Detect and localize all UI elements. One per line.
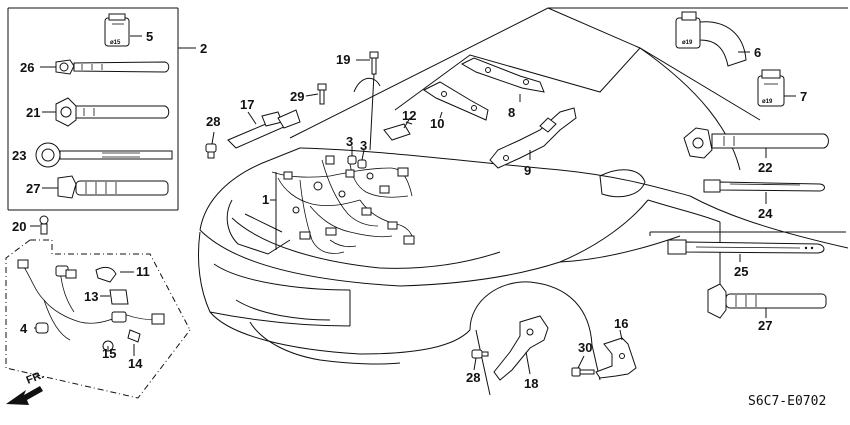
callout-23: 23 [12,148,26,163]
callout-2: 2 [200,41,207,56]
band-clip-22-icon [683,127,829,159]
callout-13: 13 [84,289,98,304]
callout-18: 18 [524,376,538,391]
engine-bay-harness [271,155,415,254]
callout-4: 4 [20,321,28,336]
tie-24-icon [703,179,825,204]
direction-label: FR. [25,369,46,387]
callout-numbers: 1 2 3 3 4 5 6 7 8 9 10 11 12 13 14 15 16… [12,29,807,391]
bracket-10-icon [423,81,489,121]
callout-26: 26 [20,60,34,75]
callout-28a: 28 [206,114,220,129]
callout-9: 9 [524,163,531,178]
grommet-28-lower-icon [471,349,489,371]
callout-24: 24 [758,206,773,221]
callout-21: 21 [26,105,40,120]
callout-17: 17 [240,97,254,112]
callout-6: 6 [754,45,761,60]
bracket-17-icon [227,111,287,149]
bracket-18-icon [493,315,549,381]
callout-27b: 27 [758,318,772,333]
car-body-outline [198,7,849,396]
left-lower-box [5,239,191,399]
band-clip-26-icon [40,59,170,75]
bolt-29-icon [277,83,327,129]
clip-7-diameter: ø19 [762,99,773,105]
clip-5-icon: ø15 [104,13,142,47]
callout-16: 16 [614,316,628,331]
bracket-9-icon [489,107,577,169]
callout-22: 22 [758,160,772,175]
bracket-8-icon [460,57,545,93]
ring-strap-23-icon [35,142,173,168]
callout-3a: 3 [346,134,353,149]
callout-11: 11 [136,264,150,279]
callout-12: 12 [402,108,416,123]
callout-7: 7 [800,89,807,104]
front-direction-arrow-icon [6,386,43,405]
diagram-code: S6C7-E0702 [748,394,826,409]
clip-7-icon: ø19 [757,69,796,107]
clip-6-icon: ø19 [675,11,750,67]
right-group-bracket [649,231,846,236]
bolt-30-icon [571,355,595,377]
callout-29: 29 [290,89,304,104]
grommet-28-icon [205,131,217,159]
callout-3b: 3 [360,138,367,153]
bolt-19-icon [356,51,379,151]
clip-3-icons [347,155,367,169]
callout-15: 15 [102,346,116,361]
clip-20-icon [30,215,49,235]
clip-6-diameter: ø19 [682,40,693,46]
bracket-16-icon [595,329,637,379]
callout-5: 5 [146,29,153,44]
callout-27a: 27 [26,181,40,196]
callout-1: 1 [262,192,269,207]
left-parts-box [7,7,196,211]
callout-28b: 28 [466,370,480,385]
callout-25: 25 [734,264,748,279]
callout-14: 14 [128,356,143,371]
tie-25-icon [667,239,825,262]
callout-20: 20 [12,219,26,234]
leader-lines [270,94,531,250]
callout-19: 19 [336,52,350,67]
band-clip-21-icon [42,97,170,127]
callout-8: 8 [508,105,515,120]
callout-30: 30 [578,340,592,355]
bracket-12-icon [383,121,413,141]
clip-27-left-icon [42,175,169,199]
callout-10: 10 [430,116,444,131]
sub-harness-icon [17,259,165,356]
clip-27-right-icon [707,283,827,319]
clip-5-diameter: ø15 [110,40,121,46]
